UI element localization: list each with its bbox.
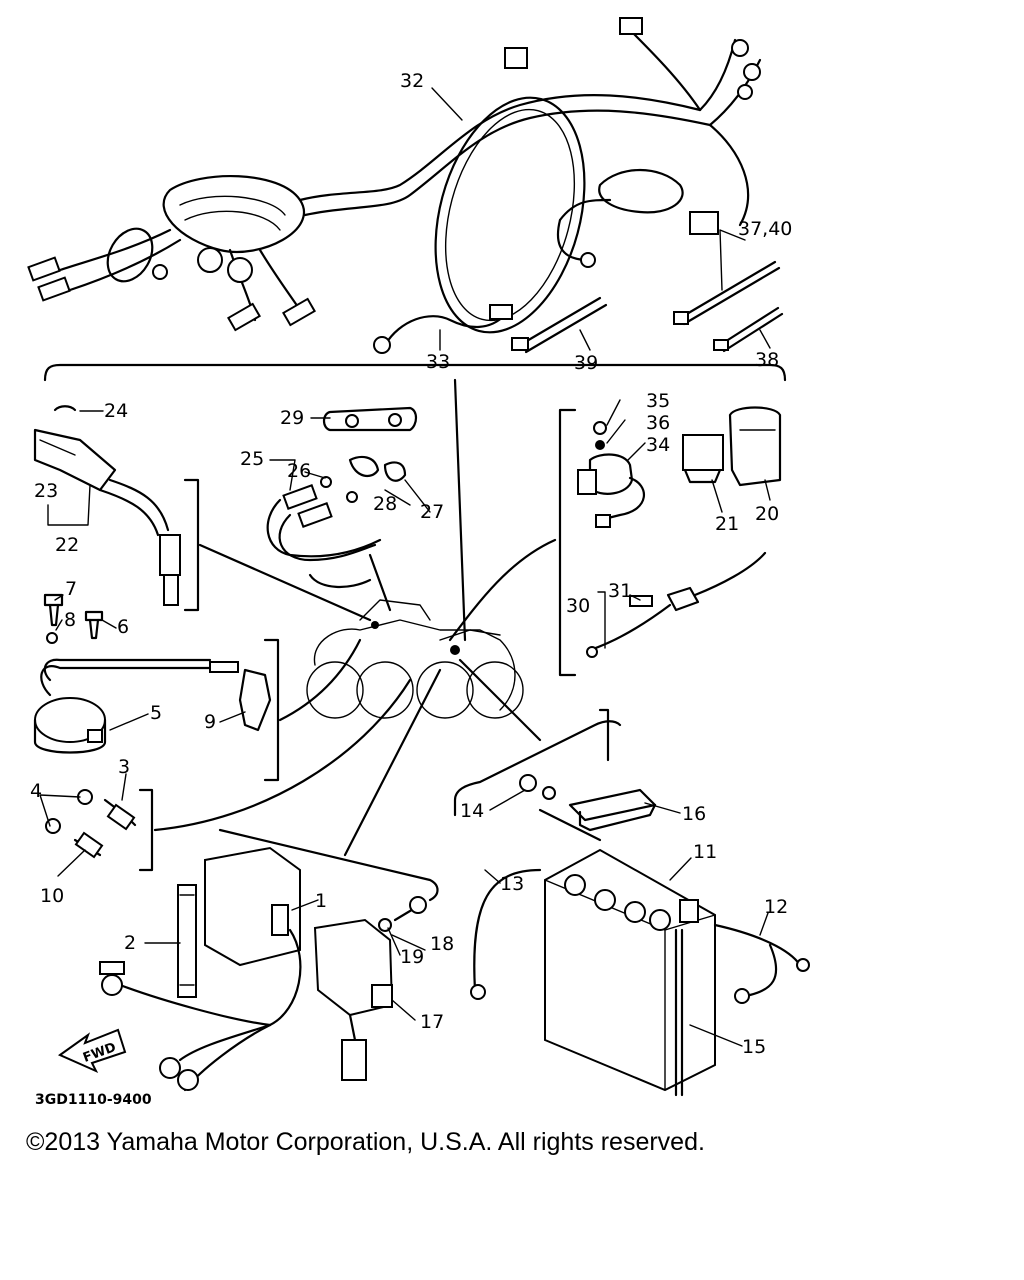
callout-32: 32 [400, 70, 424, 92]
leader-lines [153, 378, 557, 857]
callout-16: 16 [682, 803, 706, 825]
callout-2: 2 [124, 932, 136, 954]
callout-34: 34 [646, 434, 670, 456]
callout-24: 24 [104, 400, 128, 422]
callout-33: 33 [426, 351, 450, 373]
callout-15: 15 [742, 1036, 766, 1058]
frame-silhouette [306, 599, 524, 719]
callout-35: 35 [646, 390, 670, 412]
sub-harness [373, 304, 513, 354]
wire-harness [27, 17, 762, 334]
callout-21: 21 [715, 513, 739, 535]
callout-30: 30 [566, 595, 590, 617]
callout-7: 7 [65, 578, 77, 600]
part-number: 3GD1110-9400 [35, 1092, 152, 1108]
harness-group-bracket [43, 363, 787, 382]
relay-group [558, 406, 782, 677]
callout-39: 39 [574, 352, 598, 374]
callout-29: 29 [280, 407, 304, 429]
callout-labels: 32 33 39 38 37,40 24 29 25 26 28 27 23 2… [30, 70, 792, 1058]
copyright-notice: ©2013 Yamaha Motor Corporation, U.S.A. A… [26, 1128, 705, 1156]
callout-14: 14 [460, 800, 484, 822]
callout-27: 27 [420, 501, 444, 523]
callout-22: 22 [55, 534, 79, 556]
callout-28: 28 [373, 493, 397, 515]
cdi-group [99, 828, 439, 1092]
ignition-coil-group [33, 593, 280, 872]
callout-37-40: 37,40 [738, 218, 792, 240]
callout-3: 3 [118, 756, 130, 778]
callout-12: 12 [764, 896, 788, 918]
callout-17: 17 [420, 1011, 444, 1033]
callout-31: 31 [608, 580, 632, 602]
callout-9: 9 [204, 711, 216, 733]
callout-36: 36 [646, 412, 670, 434]
electrical-parts-diagram: FWD 3GD1110-9400 [27, 17, 810, 1108]
battery-group [453, 708, 810, 1097]
sensor-group [266, 406, 418, 589]
plug-cap-group [33, 405, 200, 612]
callout-26: 26 [287, 460, 311, 482]
callout-38: 38 [755, 349, 779, 371]
callout-leaders [39, 87, 771, 1047]
callout-11: 11 [693, 841, 717, 863]
callout-6: 6 [117, 616, 129, 638]
callout-23: 23 [34, 480, 58, 502]
callout-13: 13 [500, 873, 524, 895]
fwd-arrow: FWD [57, 1028, 127, 1074]
callout-19: 19 [400, 946, 424, 968]
cable-ties [511, 260, 784, 354]
callout-1: 1 [315, 890, 327, 912]
callout-4: 4 [30, 780, 42, 802]
callout-10: 10 [40, 885, 64, 907]
callout-20: 20 [755, 503, 779, 525]
callout-8: 8 [64, 609, 76, 631]
callout-18: 18 [430, 933, 454, 955]
callout-25: 25 [240, 448, 264, 470]
callout-5: 5 [150, 702, 162, 724]
